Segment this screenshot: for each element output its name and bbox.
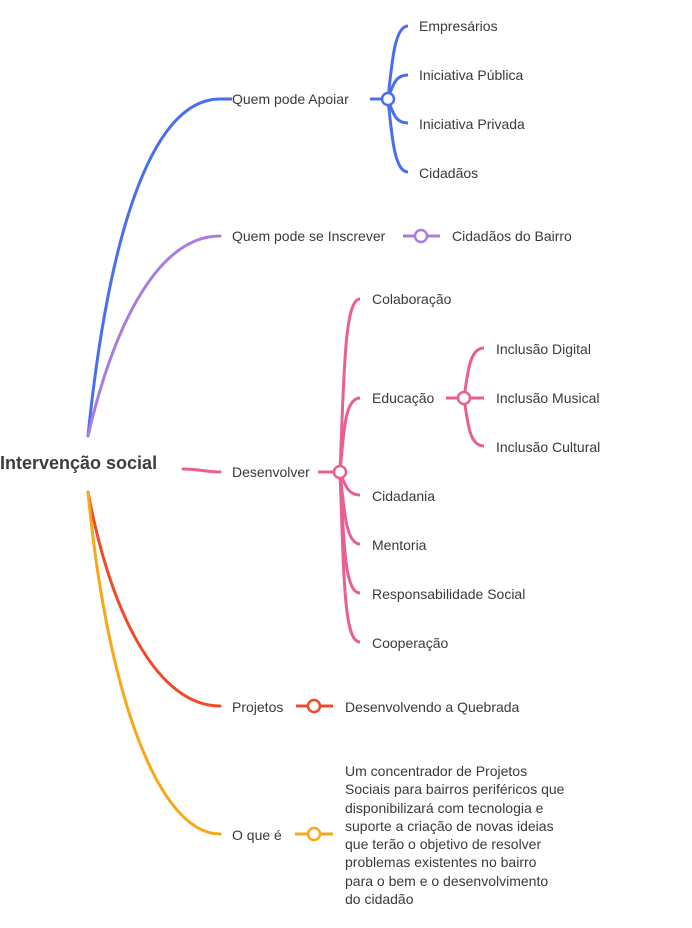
connector-desenvolver-colaboracao xyxy=(338,297,361,473)
connector-root-desenvolver xyxy=(181,467,222,474)
topic-desenvolver[interactable]: Desenvolver xyxy=(232,464,310,480)
connector-root-oque xyxy=(86,490,222,836)
node-inscrever[interactable] xyxy=(413,228,429,244)
root-topic[interactable]: Intervenção social xyxy=(0,453,158,473)
description-line: suporte a criação de novas ideias xyxy=(345,817,554,834)
subtopic-educacao[interactable]: Educação xyxy=(372,390,435,406)
connector-apoiar-cidadaos xyxy=(386,98,409,174)
connector-root-apoiar xyxy=(86,97,222,438)
node-oque[interactable] xyxy=(306,826,322,842)
subtopic-empresarios[interactable]: Empresários xyxy=(419,18,498,34)
topic-quem-pode-apoiar[interactable]: Quem pode Apoiar xyxy=(232,91,349,107)
node-educacao[interactable] xyxy=(456,390,472,406)
subtopic-colaboracao[interactable]: Colaboração xyxy=(372,291,452,307)
subtopic-iniciativa-publica[interactable]: Iniciativa Pública xyxy=(419,67,524,83)
subtopic-cidadaos-do-bairro[interactable]: Cidadãos do Bairro xyxy=(452,228,572,244)
topic-o-que-e[interactable]: O que é xyxy=(232,827,282,843)
connector-root-inscrever xyxy=(86,234,222,438)
connector-apoiar-empresarios xyxy=(386,24,409,100)
node-apoiar[interactable] xyxy=(380,91,396,107)
subtopic-responsabilidade-social[interactable]: Responsabilidade Social xyxy=(372,586,526,602)
subtopic-desenvolvendo-a-quebrada[interactable]: Desenvolvendo a Quebrada xyxy=(345,699,520,715)
description-line: do cidadão xyxy=(345,891,414,908)
connector-educacao-digital xyxy=(462,346,485,399)
connector-root-projetos xyxy=(86,490,222,708)
subtopic-iniciativa-privada[interactable]: Iniciativa Privada xyxy=(419,116,525,132)
subtopic-inclusao-digital[interactable]: Inclusão Digital xyxy=(496,341,591,357)
description-line: que terão o objetivo de resolver xyxy=(345,836,542,853)
subtopic-cooperacao[interactable]: Cooperação xyxy=(372,635,449,651)
description-line: disponibilizará com tecnologia e xyxy=(345,799,544,816)
description-line: Um concentrador de Projetos xyxy=(345,763,528,779)
description-line: problemas existentes no bairro xyxy=(345,854,537,871)
topic-projetos[interactable]: Projetos xyxy=(232,699,284,715)
node-projetos[interactable] xyxy=(306,698,322,714)
connector-desenvolver-educacao xyxy=(338,396,361,473)
description-o-que-e[interactable]: Um concentrador de Projetos Sociais para… xyxy=(345,762,585,908)
node-desenvolver[interactable] xyxy=(332,464,348,480)
connector-desenvolver-cooperacao xyxy=(338,471,361,644)
subtopic-cidadania[interactable]: Cidadania xyxy=(372,488,436,504)
connector-educacao-cultural xyxy=(462,397,485,448)
subtopic-mentoria[interactable]: Mentoria xyxy=(372,537,427,553)
topic-quem-pode-se-inscrever[interactable]: Quem pode se Inscrever xyxy=(232,228,386,244)
subtopic-cidadaos[interactable]: Cidadãos xyxy=(419,165,479,181)
description-line: para o bem e o desenvolvimento xyxy=(345,872,549,889)
subtopic-inclusao-musical[interactable]: Inclusão Musical xyxy=(496,390,600,406)
subtopic-inclusao-cultural[interactable]: Inclusão Cultural xyxy=(496,439,601,455)
description-line: Sociais para bairros periféricos que xyxy=(345,781,565,798)
